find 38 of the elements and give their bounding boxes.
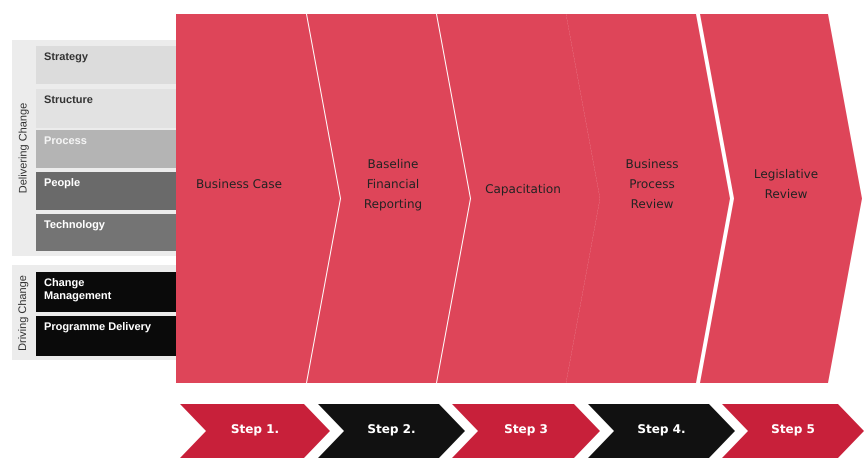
stage-label: Business Case bbox=[194, 176, 284, 193]
category-label: Technology bbox=[44, 219, 106, 232]
category-label: Process bbox=[44, 135, 88, 148]
step-banner bbox=[452, 404, 600, 458]
category-bar bbox=[36, 214, 176, 251]
stage-panel bbox=[176, 14, 340, 383]
stage-label: Business Process Review bbox=[624, 156, 680, 213]
step-banner bbox=[318, 404, 465, 458]
category-label: Programme Delivery bbox=[44, 321, 152, 334]
stage-panel bbox=[566, 14, 730, 383]
group-band bbox=[12, 265, 176, 360]
stage-panel bbox=[437, 14, 600, 383]
stage-label: Baseline Financial Reporting bbox=[362, 156, 424, 213]
group-label: Delivering Change bbox=[17, 102, 29, 194]
group-label: Driving Change bbox=[17, 274, 29, 350]
step-label: Step 4. bbox=[636, 422, 687, 436]
category-label: Structure bbox=[44, 94, 94, 107]
step-banner bbox=[722, 404, 864, 458]
category-bar bbox=[36, 316, 176, 356]
category-label: People bbox=[44, 177, 82, 190]
stage-panel bbox=[307, 14, 470, 383]
category-bar bbox=[36, 89, 176, 128]
category-bar bbox=[36, 46, 176, 84]
stage-label: Legislative Review bbox=[752, 166, 820, 203]
step-label: Step 1. bbox=[230, 422, 280, 436]
category-bar bbox=[36, 272, 176, 312]
step-label: Step 3 bbox=[503, 422, 549, 436]
group-band bbox=[12, 40, 176, 256]
step-label: Step 5 bbox=[770, 422, 816, 436]
category-label: Change Management bbox=[44, 277, 112, 303]
stage-panel bbox=[700, 14, 862, 383]
category-bar bbox=[36, 172, 176, 210]
category-bar bbox=[36, 130, 176, 168]
step-banner bbox=[588, 404, 735, 458]
step-label: Step 2. bbox=[366, 422, 417, 436]
category-label: Strategy bbox=[44, 51, 90, 64]
stage-label: Capacitation bbox=[484, 181, 562, 198]
step-banner bbox=[180, 404, 330, 458]
